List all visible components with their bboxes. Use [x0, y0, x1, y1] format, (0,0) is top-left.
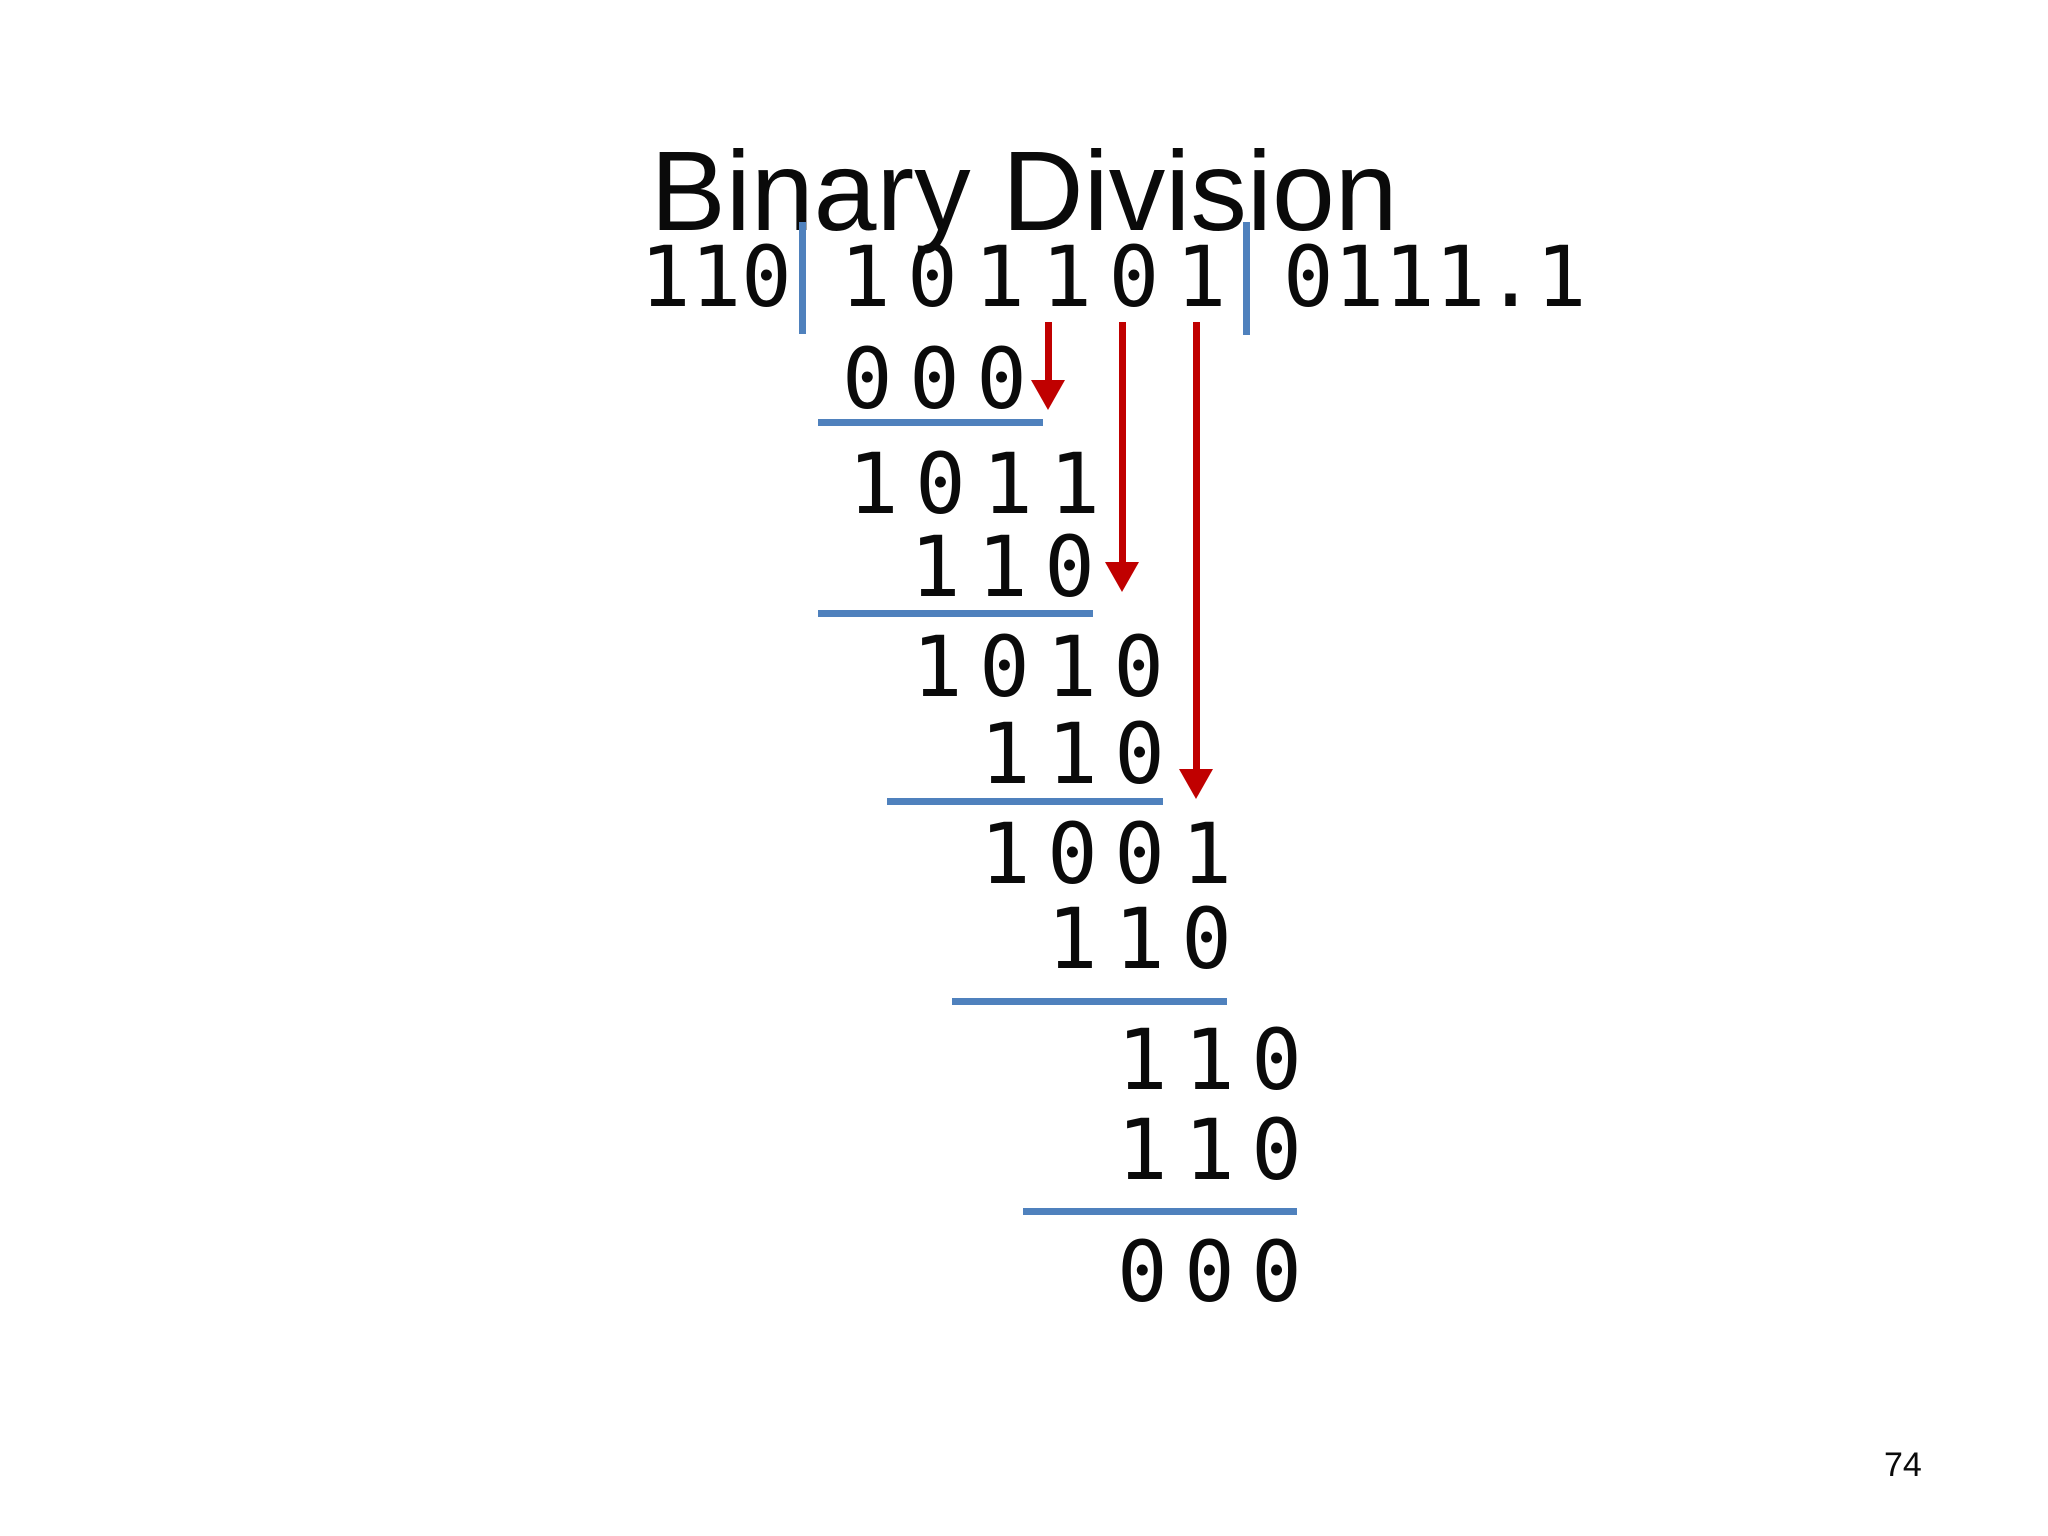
work-row-4: 1 0 1 0: [912, 618, 1165, 716]
bring-down-arrow-2: [1105, 322, 1139, 592]
work-row-3: 1 1 0: [910, 518, 1095, 616]
work-row-2: 1 0 1 1: [848, 435, 1101, 533]
subtraction-line-5: [1023, 1208, 1297, 1215]
dividend: 1 0 1 1 0 1: [840, 228, 1227, 326]
bring-down-arrow-3: [1179, 322, 1213, 799]
division-bar-right: [1243, 222, 1250, 335]
arrow-stem: [1044, 322, 1052, 380]
bring-down-arrow-1: [1031, 322, 1065, 410]
quotient: 0111.1: [1283, 228, 1587, 326]
work-row-10: 0 0 0: [1117, 1223, 1302, 1321]
subtraction-line-4: [952, 998, 1227, 1005]
arrow-down-icon: [1105, 562, 1139, 592]
subtraction-line-2: [818, 610, 1093, 617]
work-row-7: 1 1 0: [1047, 890, 1232, 988]
arrow-down-icon: [1179, 769, 1213, 799]
subtraction-line-1: [818, 419, 1043, 426]
slide-title: Binary Division: [650, 128, 1398, 254]
work-row-5: 1 1 0: [980, 705, 1165, 803]
division-bar-left: [799, 222, 806, 334]
work-row-1: 0 0 0: [842, 330, 1027, 428]
work-row-9: 1 1 0: [1117, 1101, 1302, 1199]
page-number: 74: [1884, 1446, 1922, 1484]
subtraction-line-3: [887, 798, 1163, 805]
work-row-8: 1 1 0: [1117, 1011, 1302, 1109]
arrow-stem: [1118, 322, 1126, 562]
divisor: 110: [640, 228, 792, 326]
arrow-down-icon: [1031, 380, 1065, 410]
work-row-6: 1 0 0 1: [980, 805, 1233, 903]
arrow-stem: [1192, 322, 1200, 769]
